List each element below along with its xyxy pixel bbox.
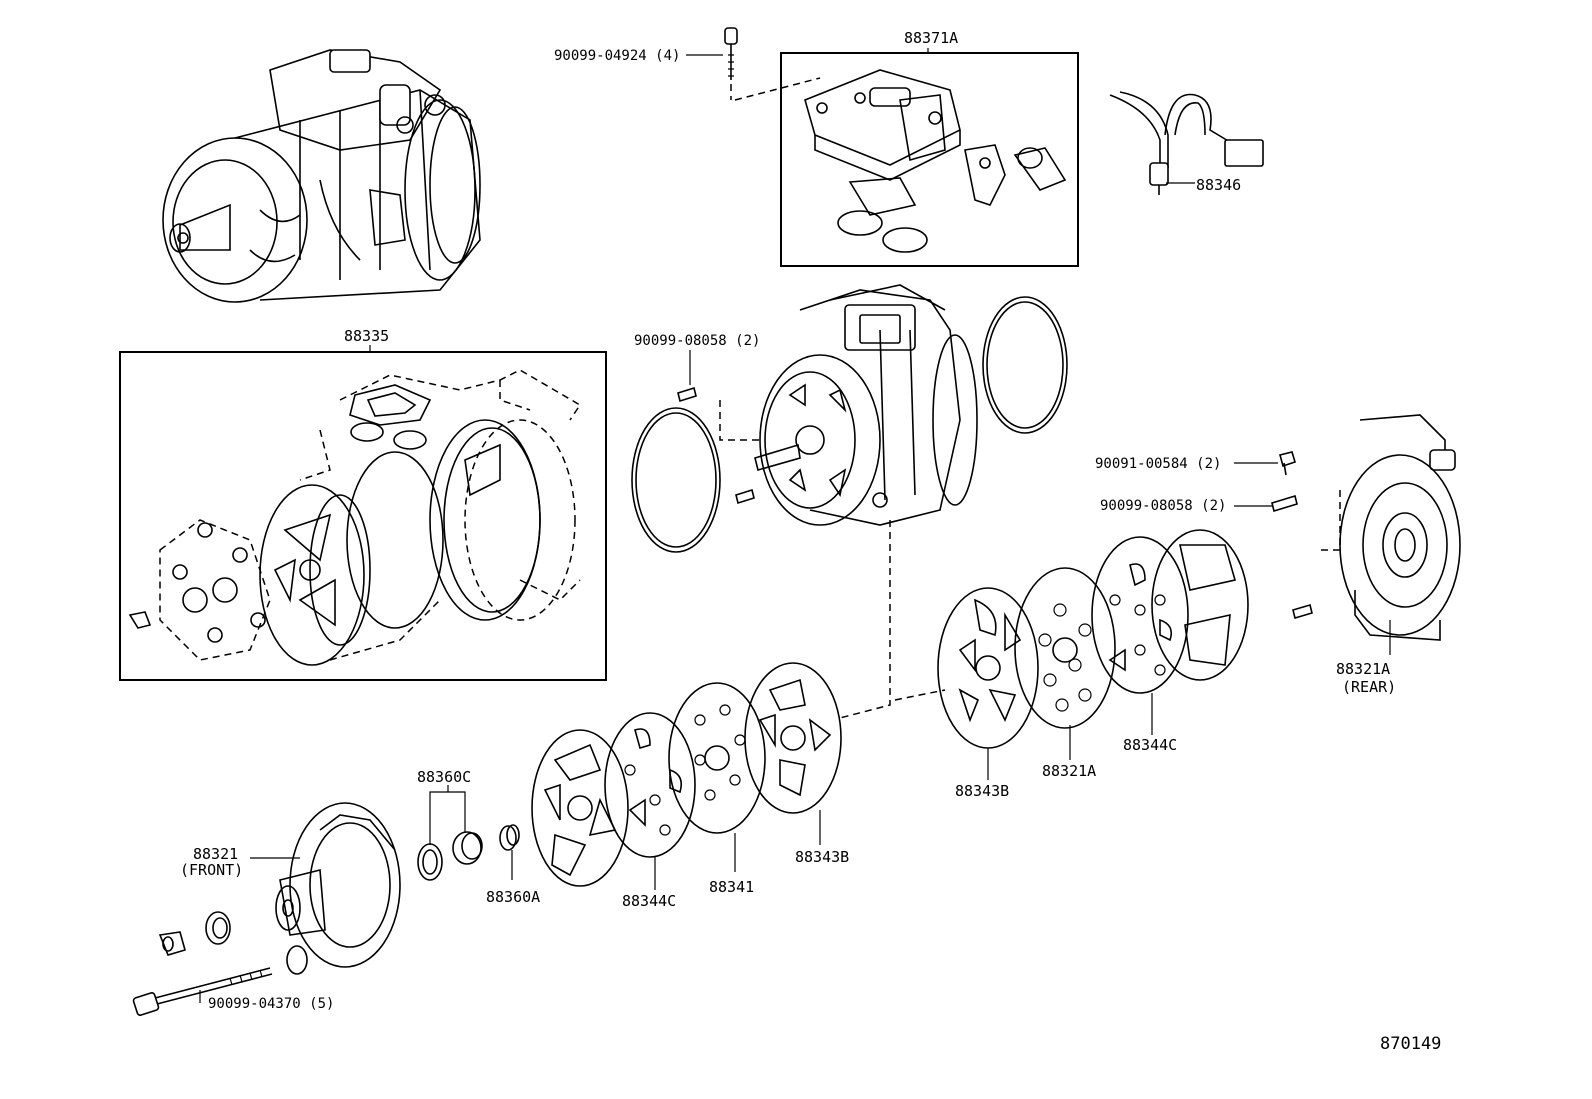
compressor-assembly-illustration: [162, 49, 481, 303]
label-88360C: 88360C: [417, 768, 471, 786]
label-90091-00584: 90091-00584 (2): [1095, 456, 1221, 472]
bolt-90091-00584: [1234, 451, 1296, 476]
label-rear: (REAR): [1342, 678, 1396, 696]
plate-88321A-mid: [1014, 567, 1116, 760]
plate-rear-gasket: [1151, 529, 1249, 681]
seal-88360C: [417, 785, 483, 881]
label-88344C-right: 88344C: [1123, 736, 1177, 754]
sensor-88346: [1109, 91, 1264, 195]
label-88346: 88346: [1196, 176, 1241, 194]
valve-kit-88371A: [734, 48, 1079, 267]
plate-valve-front: [531, 729, 629, 887]
label-front: (FRONT): [180, 861, 243, 879]
label-88321A-rear: 88321A: [1336, 660, 1390, 678]
plate-88344C-right: [1091, 536, 1189, 735]
plate-88341: [668, 682, 766, 872]
plate-88343B-right: [937, 587, 1039, 780]
cylinder-housing-illustration: [754, 284, 978, 526]
diagram-number: 870149: [1380, 1034, 1441, 1054]
label-90099-08058-center: 90099-08058 (2): [634, 333, 760, 349]
plate-88343B-left: [744, 662, 842, 845]
shaft-centerline: [839, 520, 891, 719]
label-88344C-left: 88344C: [622, 892, 676, 910]
housing-kit-88335: [119, 345, 607, 681]
pin-rear-lower: [1292, 603, 1313, 620]
label-88335: 88335: [344, 327, 389, 345]
label-88343B-left: 88343B: [795, 848, 849, 866]
bolt-90099-04924: [686, 27, 738, 100]
label-90099-04924: 90099-04924 (4): [554, 48, 680, 64]
label-88321-front: 88321: [193, 845, 238, 863]
nut-and-bearing: [158, 911, 308, 975]
label-88321A-mid: 88321A: [1042, 762, 1096, 780]
front-head-88321-illustration: [250, 802, 401, 968]
rear-head-88321A-illustration: [1320, 414, 1461, 655]
bolt-90099-04370: [132, 967, 273, 1016]
o-ring-left: [631, 407, 721, 553]
label-88343B-right: 88343B: [955, 782, 1009, 800]
plate-88344C-left: [604, 712, 696, 890]
label-88341: 88341: [709, 878, 754, 896]
pins-90099-08058-center: [677, 350, 760, 505]
label-88360A: 88360A: [486, 888, 540, 906]
pin-90099-08058-right: [1234, 494, 1298, 513]
label-90099-04370: 90099-04370 (5): [208, 996, 334, 1012]
seal-88360A: [499, 824, 520, 880]
label-88371A: 88371A: [904, 29, 958, 47]
o-ring-right: [982, 296, 1068, 434]
label-90099-08058-right: 90099-08058 (2): [1100, 498, 1226, 514]
